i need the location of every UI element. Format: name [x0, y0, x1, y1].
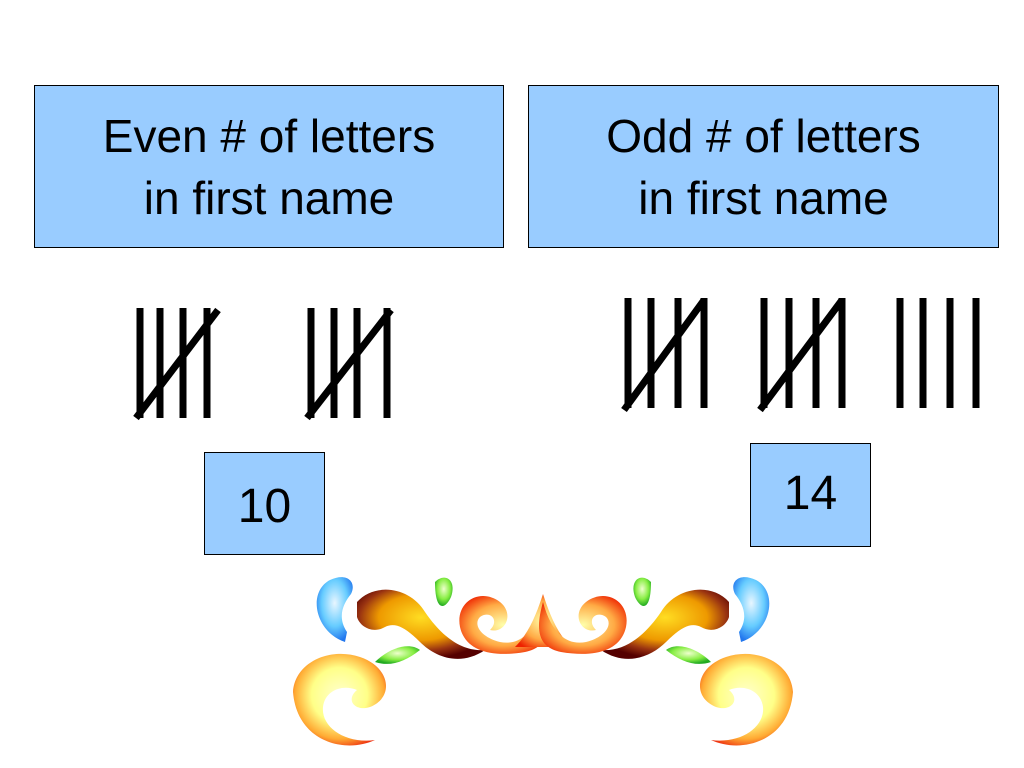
odd-count-box: 14	[750, 443, 871, 547]
ornament-left-half	[293, 577, 548, 746]
even-tally-group-1	[133, 307, 221, 421]
odd-heading-line-1: Odd # of letters	[606, 109, 921, 162]
odd-tally-group-1	[621, 297, 708, 413]
even-count-box: 10	[204, 452, 325, 555]
decorative-swirl-ornament	[293, 577, 793, 746]
odd-count-value: 14	[783, 466, 838, 520]
odd-letters-heading-box: Odd # of letters in first name	[528, 85, 999, 248]
odd-heading-line-2: in first name	[638, 171, 889, 224]
even-letters-heading-box: Even # of letters in first name	[34, 85, 504, 248]
odd-tally-group-2	[757, 297, 846, 413]
even-heading-line-2: in first name	[143, 171, 395, 224]
even-tally-group-2	[304, 307, 394, 421]
ornament-right-half	[538, 577, 793, 746]
even-heading-line-1: Even # of letters	[102, 109, 436, 162]
odd-tally-group-3	[896, 298, 980, 408]
even-count-value: 10	[237, 480, 292, 533]
